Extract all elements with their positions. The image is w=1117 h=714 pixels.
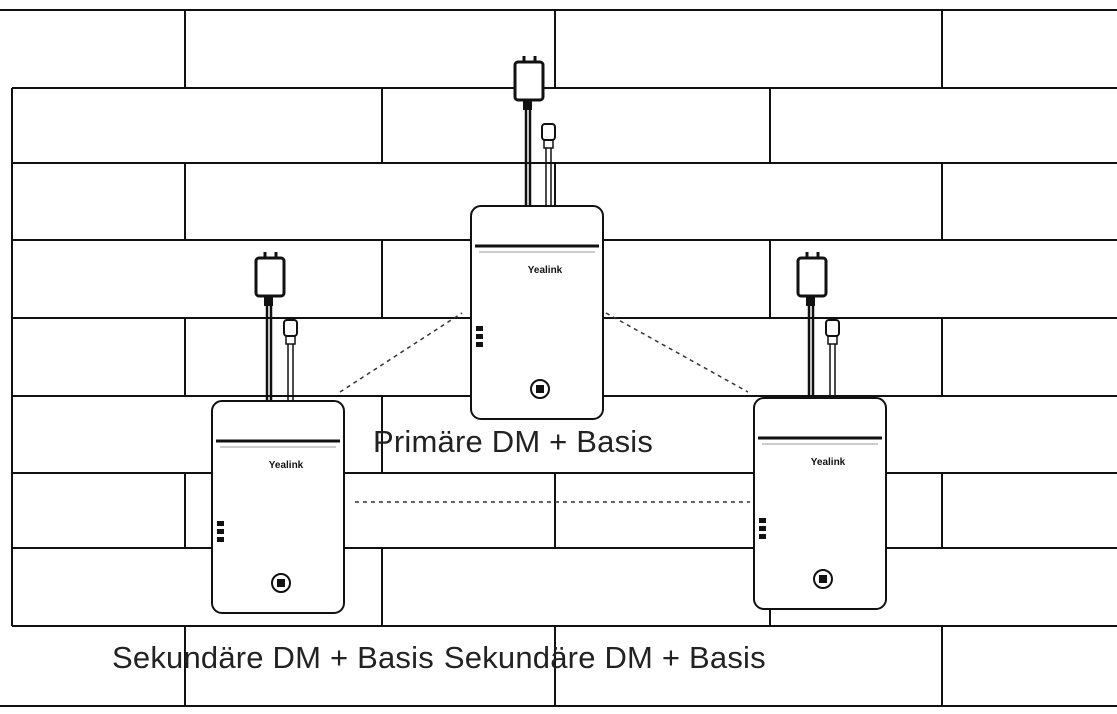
ethernet-plug-icon bbox=[825, 319, 840, 337]
brand-logo: Yealink bbox=[269, 460, 304, 471]
pairing-button-center bbox=[819, 575, 827, 583]
ethernet-plug-icon bbox=[541, 123, 556, 141]
device-primary: Yealink bbox=[470, 56, 604, 420]
adapter-neck bbox=[264, 296, 273, 306]
brand-logo: Yealink bbox=[528, 265, 563, 276]
device-secondary-left: Yealink bbox=[211, 252, 345, 614]
dect-link bbox=[605, 312, 749, 393]
pairing-button-center bbox=[277, 579, 285, 587]
wireless-links bbox=[339, 312, 750, 503]
power-adapter-icon bbox=[254, 256, 286, 298]
led-indicator bbox=[217, 521, 224, 526]
adapter-neck bbox=[523, 100, 532, 110]
adapter-neck bbox=[806, 296, 815, 306]
base-station-body bbox=[211, 400, 345, 614]
secondary-captions: Sekundäre DM + Basis Sekundäre DM + Basis bbox=[112, 640, 766, 676]
brand-logo: Yealink bbox=[811, 457, 846, 468]
led-indicator bbox=[217, 529, 224, 534]
led-indicator bbox=[759, 518, 766, 523]
ethernet-boot bbox=[285, 335, 296, 345]
power-adapter-icon bbox=[513, 60, 545, 102]
led-indicator bbox=[217, 537, 224, 542]
pairing-button-center bbox=[536, 385, 544, 393]
base-station-body bbox=[753, 397, 887, 610]
led-indicator bbox=[759, 526, 766, 531]
dect-link bbox=[339, 312, 463, 393]
base-station-body bbox=[470, 205, 604, 420]
led-indicator bbox=[476, 342, 483, 347]
led-indicator bbox=[476, 334, 483, 339]
power-adapter-icon bbox=[796, 256, 828, 298]
secondary-right-caption: Sekundäre DM + Basis bbox=[443, 640, 766, 675]
ethernet-boot bbox=[543, 139, 554, 149]
device-secondary-right: Yealink bbox=[753, 252, 887, 610]
ethernet-boot bbox=[827, 335, 838, 345]
secondary-left-caption: Sekundäre DM + Basis bbox=[112, 640, 434, 675]
ethernet-plug-icon bbox=[283, 319, 298, 337]
led-indicator bbox=[759, 534, 766, 539]
primary-caption: Primäre DM + Basis bbox=[373, 424, 654, 459]
led-indicator bbox=[476, 326, 483, 331]
